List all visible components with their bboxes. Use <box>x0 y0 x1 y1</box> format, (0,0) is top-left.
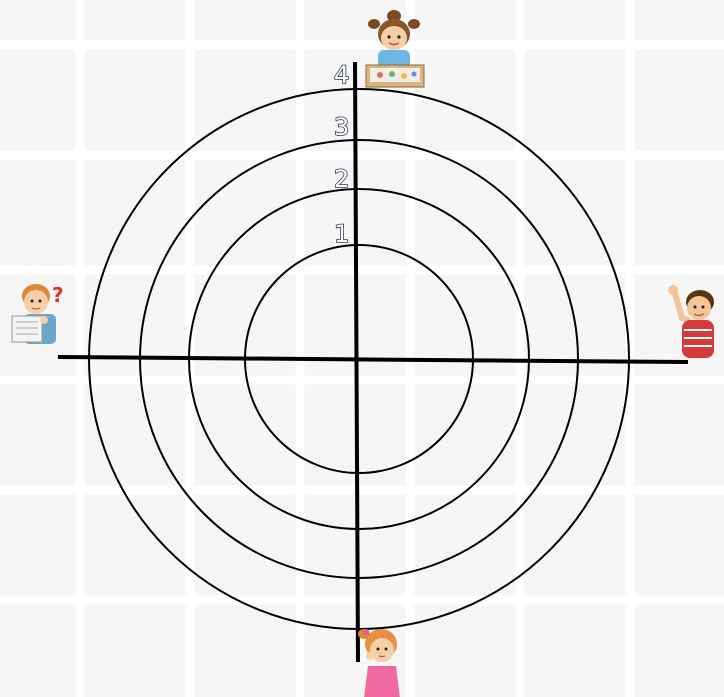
ring-label-4: 4 <box>334 61 349 89</box>
ring-label-2: 2 <box>334 165 349 193</box>
boy-waving-icon <box>668 285 714 358</box>
ring-label-3: 3 <box>334 113 349 141</box>
ring-label-1: 1 <box>334 220 349 248</box>
girl-thinking-icon <box>358 629 400 697</box>
boy-thinking-icon <box>12 284 56 344</box>
horizontal-axis <box>58 357 688 362</box>
question-mark: ? <box>52 283 64 307</box>
